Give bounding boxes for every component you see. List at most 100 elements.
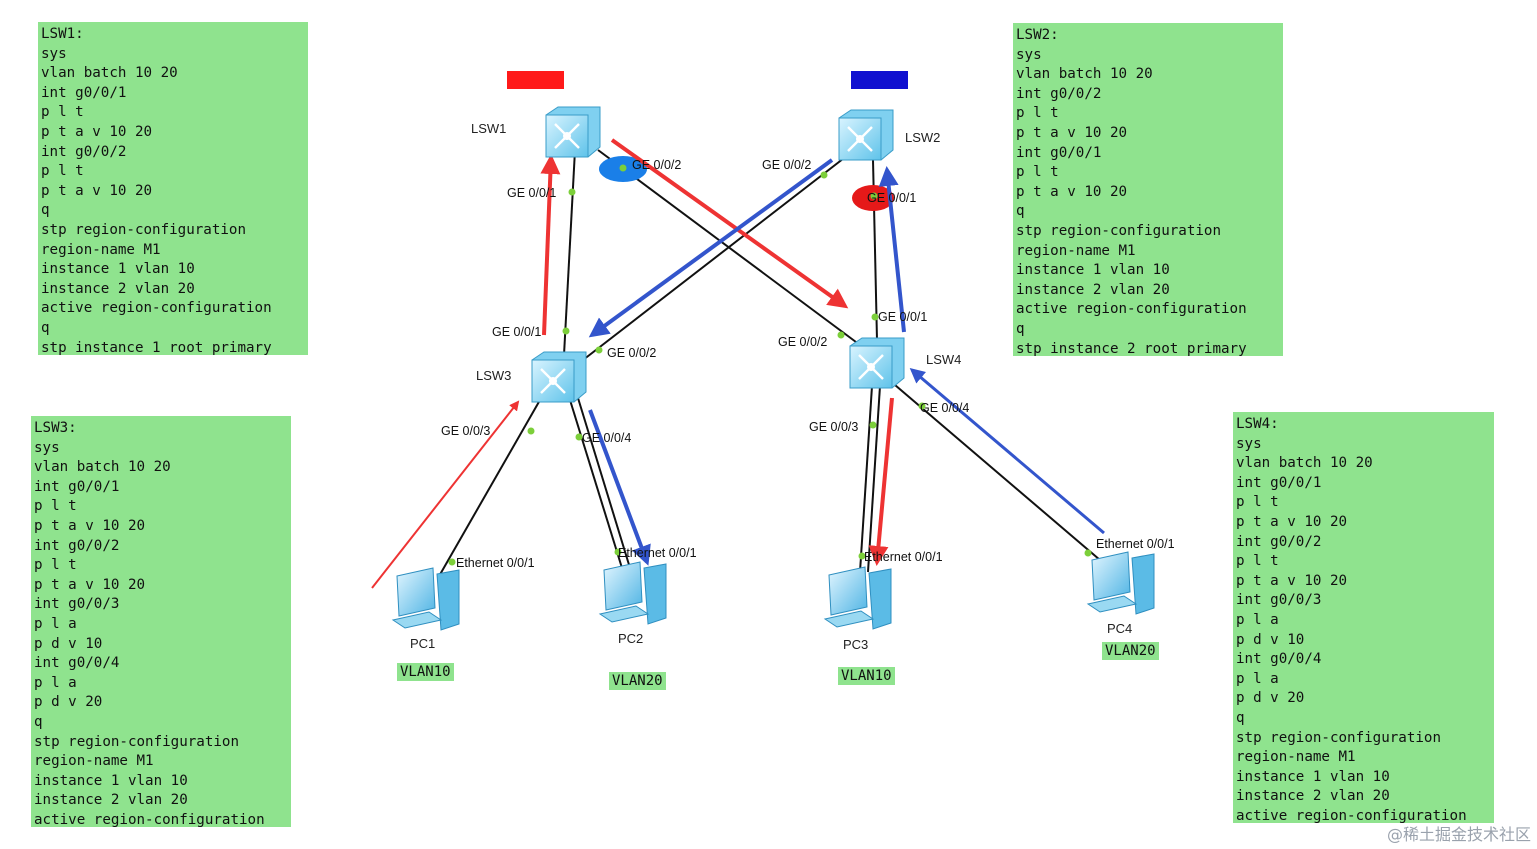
config-line: vlan batch 10 20 (34, 459, 171, 476)
port-label-lsw1-g2: GE 0/0/2 (632, 158, 681, 172)
vlan20-top-tag: VLAN20 (851, 71, 908, 89)
config-line: p t a v 10 20 (41, 182, 153, 199)
lsw4-switch-icon[interactable] (849, 337, 905, 389)
config-line: vlan batch 10 20 (1236, 455, 1373, 472)
link-lsw4-pc4 (894, 384, 1101, 561)
pc4-label: PC4 (1107, 621, 1132, 636)
config-line: instance 2 vlan 20 (1016, 281, 1170, 298)
vlan10-top-tag: VLAN10 (507, 71, 564, 89)
config-line: p d v 20 (1236, 690, 1305, 707)
port-label-lsw1-g1: GE 0/0/1 (507, 186, 556, 200)
port-label-lsw3-g3: GE 0/0/3 (441, 424, 490, 438)
config-line: stp region-configuration (1236, 729, 1441, 746)
lsw3-switch-icon[interactable] (531, 351, 587, 403)
lsw2-switch-icon[interactable] (838, 109, 894, 161)
config-line: instance 1 vlan 10 (1236, 768, 1390, 785)
config-line: q (1016, 203, 1025, 220)
port-label-pc4: Ethernet 0/0/1 (1096, 537, 1175, 551)
config-line: active region-configuration (1016, 301, 1247, 318)
config-line: int g0/0/1 (1016, 144, 1102, 161)
config-line: p l t (34, 557, 77, 574)
link-lsw3-pc2b (577, 397, 631, 569)
config-line: p d v 20 (34, 694, 103, 711)
config-line: int g0/0/2 (1016, 85, 1102, 102)
config-line: p l t (1016, 105, 1059, 122)
pc1-computer-icon[interactable] (391, 567, 460, 631)
config-line: stp region-configuration (1016, 222, 1221, 239)
config-line: instance 1 vlan 10 (1016, 262, 1170, 279)
config-line: p l t (1016, 164, 1059, 181)
pc1-vlan-tag: VLAN10 (397, 663, 454, 681)
config-line: region-name M1 (41, 241, 161, 258)
config-line: q (1236, 709, 1245, 726)
config-line: int g0/0/1 (41, 84, 127, 101)
port-label-pc2: Ethernet 0/0/1 (618, 546, 697, 560)
config-line: vlan batch 10 20 (41, 65, 178, 82)
config-line: active region-configuration (34, 811, 265, 827)
port-label-lsw4-g1: GE 0/0/1 (878, 310, 927, 324)
port-label-lsw3-g1: GE 0/0/1 (492, 325, 541, 339)
port-label-lsw4-g3: GE 0/0/3 (809, 420, 858, 434)
config-line: p t a v 10 20 (1236, 513, 1348, 530)
config-line: q (41, 319, 50, 336)
config-line: p l a (34, 674, 77, 691)
config-line: stp instance 2 root primary (1016, 340, 1247, 357)
lsw1-switch-icon[interactable] (545, 106, 601, 158)
config-line: region-name M1 (1236, 749, 1356, 766)
config-line: int g0/0/2 (1236, 533, 1322, 550)
config-line: vlan batch 10 20 (1016, 66, 1153, 83)
config-line: instance 2 vlan 20 (41, 280, 195, 297)
config-line: region-name M1 (1016, 242, 1136, 259)
pc2-computer-icon[interactable] (598, 561, 667, 625)
config-line: sys (41, 45, 67, 62)
pc3-computer-icon[interactable] (823, 566, 892, 630)
config-line: p l t (41, 104, 84, 121)
lsw3-label: LSW3 (476, 368, 511, 383)
arrow-blue-lsw3-pc2 (588, 409, 651, 566)
config-line: instance 2 vlan 20 (34, 792, 188, 809)
lsw1-label: LSW1 (471, 121, 506, 136)
lsw1-config-panel: LSW1: sys vlan batch 10 20 int g0/0/1 p l t p… (38, 22, 308, 355)
traffic-arrows (371, 138, 1105, 589)
config-line: int g0/0/2 (34, 537, 120, 554)
arrow-red-lsw3-lsw1 (540, 154, 561, 336)
config-line: p l t (34, 498, 77, 515)
link-lsw1-lsw3 (563, 149, 576, 356)
link-lsw4-pc3b (867, 385, 881, 573)
config-line: instance 1 vlan 10 (34, 772, 188, 789)
arrow-blue-lsw2-lsw3 (588, 158, 834, 338)
arrow-red-lsw4-pc3 (868, 397, 894, 566)
port-label-lsw2-g1: GE 0/0/1 (867, 191, 916, 205)
port-dots (448, 164, 1092, 566)
pc3-vlan-tag: VLAN10 (838, 667, 895, 685)
config-line: int g0/0/1 (34, 478, 120, 495)
watermark: @稀土掘金技术社区 (1386, 825, 1531, 844)
pc2-label: PC2 (618, 631, 643, 646)
port-label-lsw3-g4: GE 0/0/4 (582, 431, 631, 445)
config-line: sys (34, 439, 60, 456)
port-label-pc3: Ethernet 0/0/1 (864, 550, 943, 564)
port-label-lsw2-g2: GE 0/0/2 (762, 158, 811, 172)
config-line: p t a v 10 20 (1016, 183, 1128, 200)
config-line: stp region-configuration (34, 733, 239, 750)
config-line: p t a v 10 20 (34, 517, 146, 534)
config-line: LSW4: (1236, 416, 1279, 432)
port-label-lsw4-g2: GE 0/0/2 (778, 335, 827, 349)
port-label-pc1: Ethernet 0/0/1 (456, 556, 535, 570)
config-line: p l a (1236, 670, 1279, 687)
config-line: p t a v 10 20 (41, 123, 153, 140)
config-line: int g0/0/2 (41, 143, 127, 160)
arrow-blue-lsw4-lsw2 (878, 166, 906, 333)
config-line: int g0/0/1 (1236, 474, 1322, 491)
pc4-computer-icon[interactable] (1086, 551, 1155, 615)
arrow-red-pc1-lsw3 (371, 400, 520, 589)
config-line: LSW1: (41, 26, 84, 42)
lsw2-label: LSW2 (905, 130, 940, 145)
link-lsw3-pc2a (569, 399, 623, 569)
config-line: p t a v 10 20 (34, 576, 146, 593)
pc3-label: PC3 (843, 637, 868, 652)
link-lsw3-pc1 (437, 399, 541, 579)
config-line: q (41, 202, 50, 219)
